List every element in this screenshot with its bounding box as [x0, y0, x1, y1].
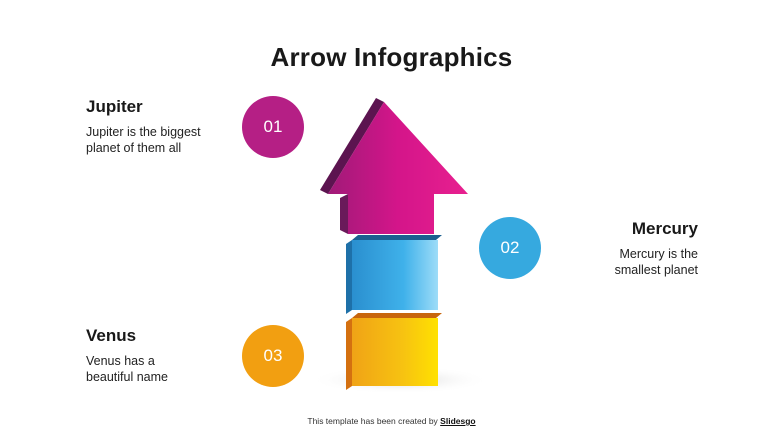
number-badge-01: 01 [242, 96, 304, 158]
arrow-stack-graphic [310, 98, 490, 394]
blue-block [352, 240, 438, 310]
slidesgo-link[interactable]: Slidesgo [440, 416, 476, 426]
footer-text: This template has been created by [307, 416, 441, 426]
number-badge-02: 02 [479, 217, 541, 279]
item-desc-jupiter: Jupiter is the biggest planet of them al… [86, 124, 201, 156]
blue-block-top [352, 235, 442, 240]
item-title-mercury: Mercury [631, 219, 698, 238]
arrow-stem-side [340, 194, 348, 234]
slide-title: Arrow Infographics [270, 42, 513, 72]
desc-line: Jupiter is the biggest [86, 125, 201, 139]
desc-line: Venus has a [86, 354, 155, 368]
yellow-block-side [346, 318, 352, 390]
item-title-venus: Venus [86, 326, 137, 345]
item-desc-mercury: Mercury is the smallest planet [615, 246, 698, 278]
arrow-head-side [320, 98, 384, 194]
desc-line: Mercury is the [619, 247, 699, 261]
footer-credit: This template has been created by Slides… [0, 416, 783, 426]
desc-line: planet of them all [86, 141, 182, 155]
yellow-block-top [352, 313, 442, 318]
item-title-jupiter: Jupiter [86, 97, 143, 116]
item-desc-venus: Venus has a beautiful name [86, 353, 168, 385]
desc-line: beautiful name [86, 370, 169, 384]
blue-block-side [346, 240, 352, 314]
desc-line: smallest planet [614, 263, 698, 277]
number-badge-03: 03 [242, 325, 304, 387]
arrow-head [328, 102, 468, 234]
yellow-block [352, 318, 438, 386]
